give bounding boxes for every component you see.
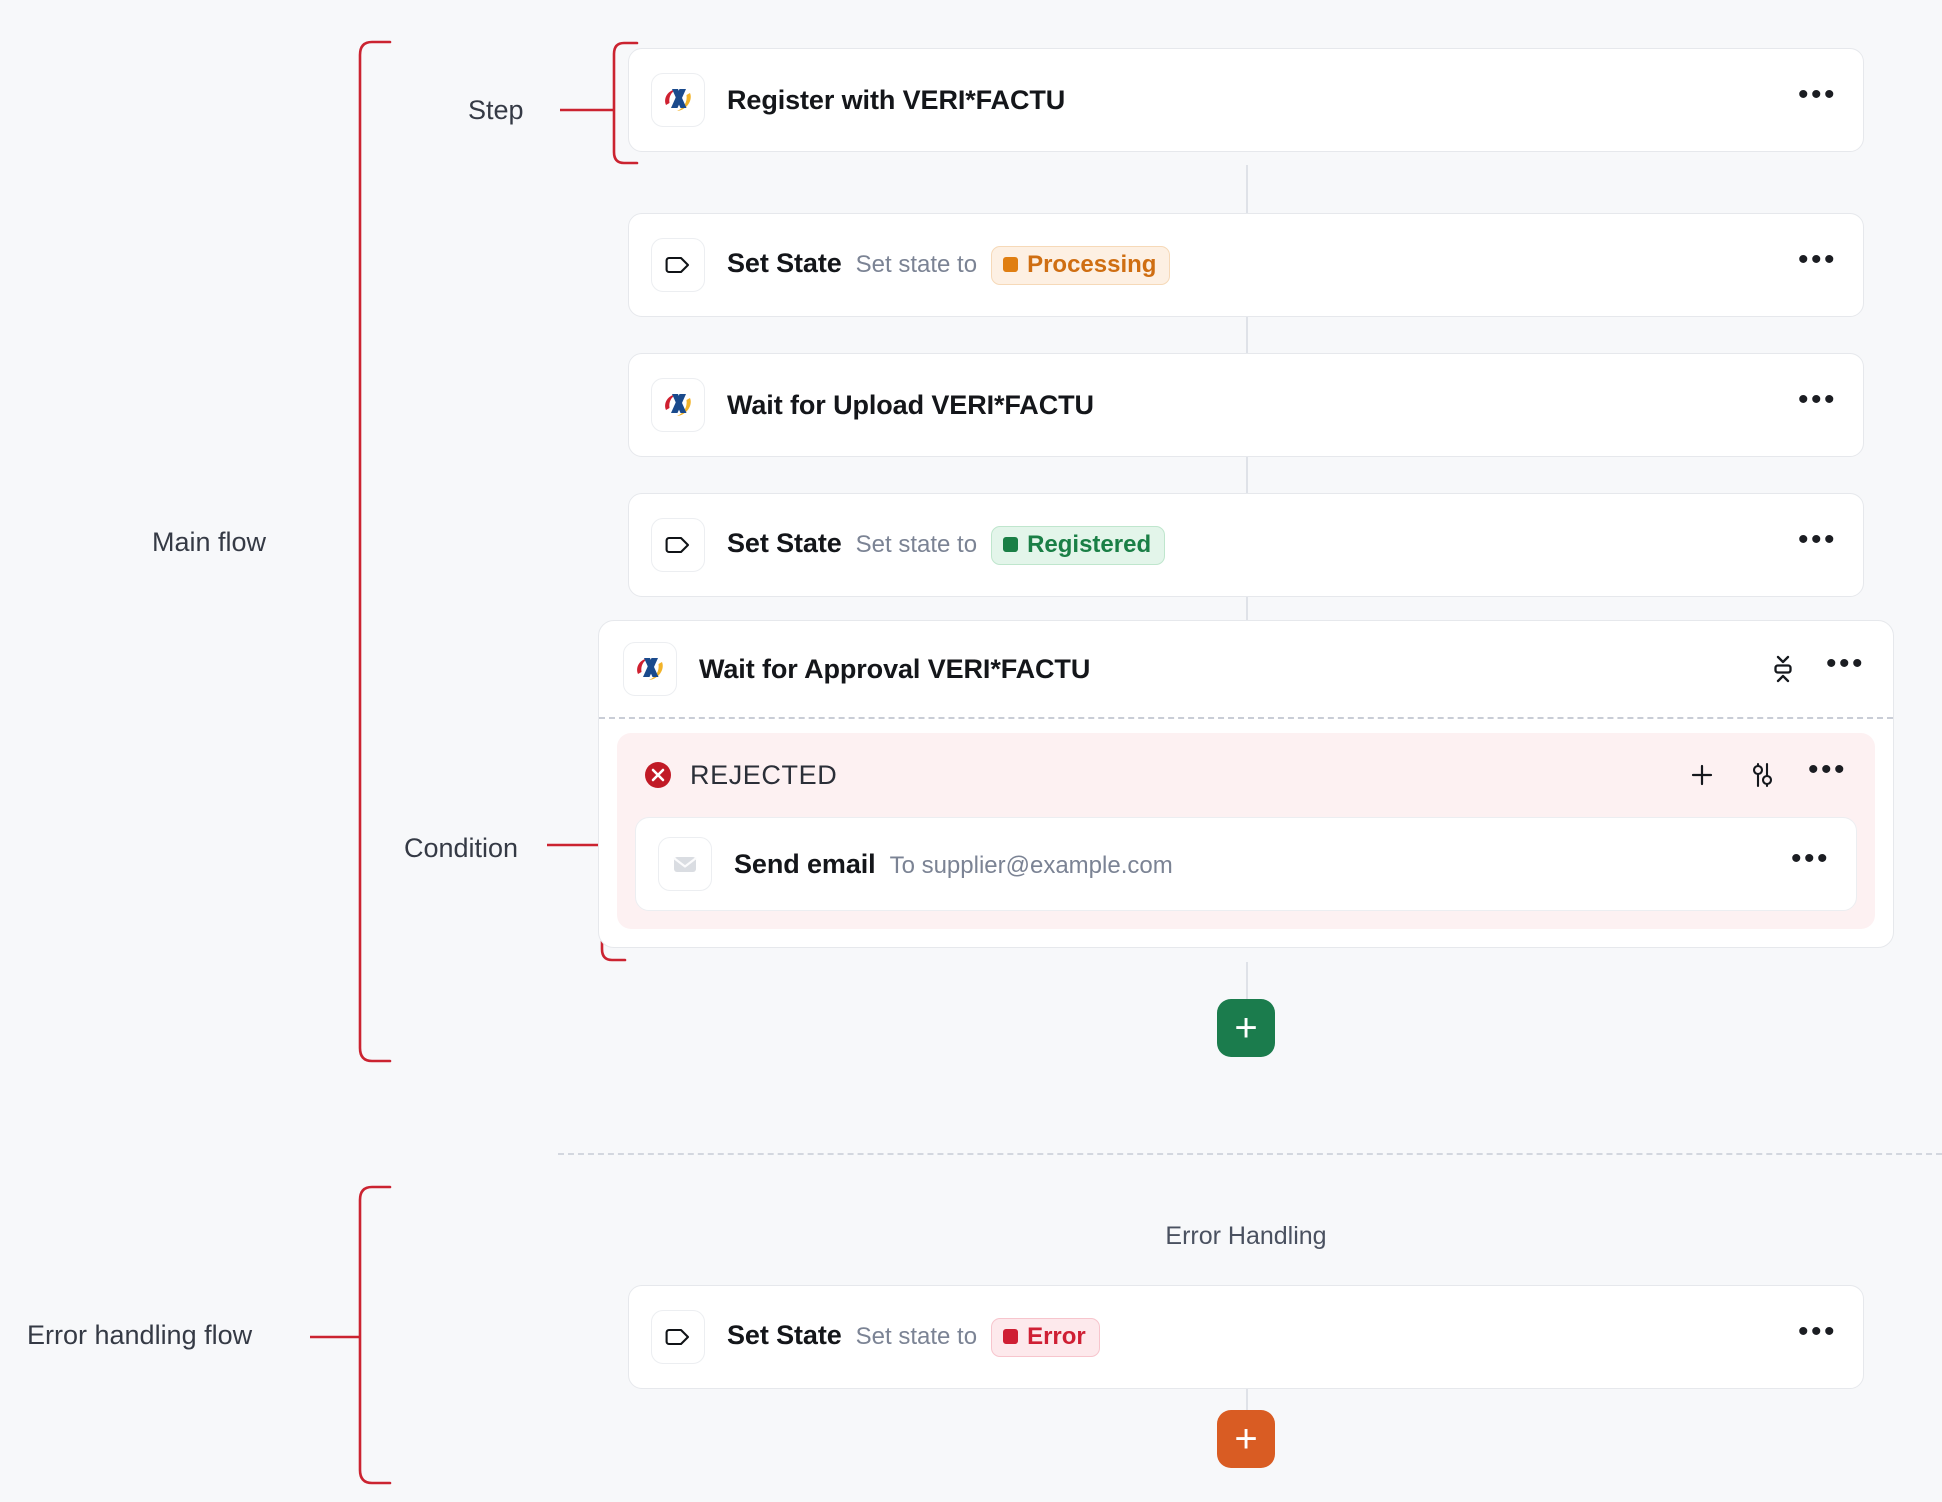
condition-label: REJECTED [690,759,838,790]
step-card-send-email[interactable]: Send email To supplier@example.com ••• [635,817,1857,911]
step-title: Wait for Upload VERI*FACTU [727,389,1094,420]
step-card-register[interactable]: Register with VERI*FACTU ••• [628,48,1864,152]
error-flow-bracket [358,1185,392,1485]
approval-header[interactable]: Wait for Approval VERI*FACTU ••• [599,621,1893,719]
step-title: Send email [734,848,876,879]
step-menu-button[interactable]: ••• [1797,1315,1837,1348]
add-step-button-main[interactable]: + [1217,999,1275,1057]
step-subtitle: Set state to [855,531,978,558]
plus-icon: + [1234,1417,1258,1461]
plus-icon[interactable] [1688,761,1716,789]
connector-line [1246,305,1248,355]
step-menu-button[interactable]: ••• [1797,78,1837,111]
condition-block-rejected: REJECTED [617,733,1875,929]
main-flow-bracket [358,40,392,1063]
step-menu-button[interactable]: ••• [1825,647,1865,680]
status-badge-error: Error [991,1317,1100,1357]
envelope-icon [658,837,712,891]
connector-line [1246,1372,1248,1412]
error-handling-title: Error Handling [1165,1222,1327,1250]
annotation-condition: Condition [404,833,519,863]
badge-label: Registered [1027,530,1152,558]
annotation-main-flow: Main flow [152,527,267,557]
connector-line [1246,962,1248,1002]
badge-dot [1003,257,1019,272]
collapse-vertical-icon[interactable] [1768,653,1798,685]
annotation-step: Step [468,95,524,125]
step-title: Set State [727,1320,842,1350]
step-menu-button[interactable]: ••• [1790,842,1830,875]
step-menu-button[interactable]: ••• [1797,523,1837,556]
badge-dot [1003,537,1019,552]
aeat-verifactu-icon [651,73,705,127]
step-title: Wait for Approval VERI*FACTU [699,653,1091,684]
section-divider [558,1153,1942,1155]
circle-x-icon [643,760,673,790]
step-title: Set State [727,248,842,278]
connector-line [1246,165,1248,215]
plus-icon: + [1234,1006,1258,1050]
connector-line [1246,585,1248,627]
condition-header[interactable]: REJECTED [617,733,1875,817]
status-badge-registered: Registered [991,525,1166,565]
aeat-verifactu-icon [623,642,677,696]
tag-icon [651,238,705,292]
step-card-set-state-error[interactable]: Set State Set state to Error ••• [628,1285,1864,1389]
tag-icon [651,518,705,572]
step-card-wait-approval[interactable]: Wait for Approval VERI*FACTU ••• [598,620,1894,948]
status-badge-processing: Processing [991,245,1171,285]
annotation-error-flow: Error handling flow [27,1320,253,1350]
step-menu-button[interactable]: ••• [1797,243,1837,276]
step-subtitle: Set state to [855,1323,978,1350]
step-title: Set State [727,528,842,558]
badge-label: Error [1027,1322,1086,1350]
step-subtitle: Set state to [855,251,978,278]
add-step-button-error[interactable]: + [1217,1410,1275,1468]
badge-label: Processing [1027,250,1157,278]
step-menu-button[interactable]: ••• [1797,383,1837,416]
connector-line [1246,445,1248,495]
step-card-wait-upload[interactable]: Wait for Upload VERI*FACTU ••• [628,353,1864,457]
aeat-verifactu-icon [651,378,705,432]
sliders-icon[interactable] [1748,760,1776,790]
step-card-set-state-registered[interactable]: Set State Set state to Registered ••• [628,493,1864,597]
condition-menu-button[interactable]: ••• [1807,753,1847,786]
tag-icon [651,1310,705,1364]
step-title: Register with VERI*FACTU [727,84,1066,115]
step-card-set-state-processing[interactable]: Set State Set state to Processing ••• [628,213,1864,317]
badge-dot [1003,1329,1019,1344]
step-subtitle: To supplier@example.com [889,851,1173,879]
